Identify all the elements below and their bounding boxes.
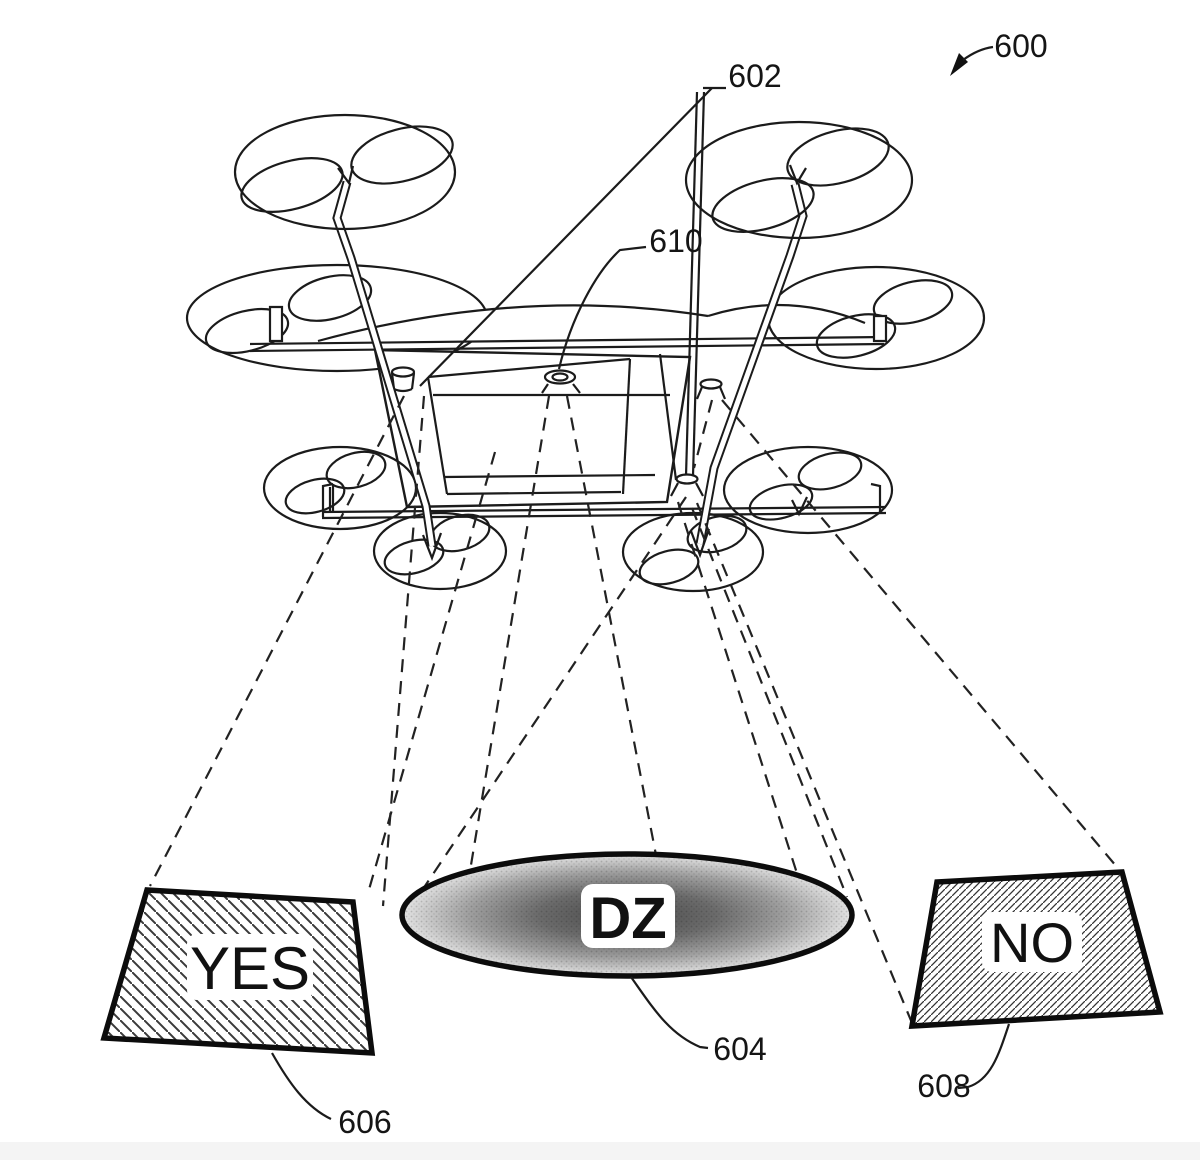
- yes-marker: YES: [100, 887, 376, 1056]
- ref-label-608: 608: [917, 1068, 970, 1104]
- yes-label-plate: [187, 934, 313, 1000]
- label-608-group: 608: [917, 1023, 1011, 1104]
- left-mast-strut: [332, 180, 443, 562]
- propeller-top-left: [233, 113, 457, 231]
- uav-drone-illustration: [185, 87, 986, 593]
- fov-line-to-dz-right-outer: [690, 507, 849, 898]
- fov-line-to-dz-right-inner: [676, 501, 804, 890]
- left-downward-sensor: [390, 366, 416, 393]
- ref-label-606: 606: [338, 1104, 391, 1140]
- label-610-group: 610: [557, 223, 703, 370]
- no-marker-text: NO: [990, 911, 1074, 974]
- ref-label-600: 600: [994, 28, 1047, 64]
- camera-sensor-610: [541, 369, 581, 394]
- fov-line-to-no-bottom-left: [695, 502, 914, 1024]
- ground-markers: YES DZ NO: [100, 851, 1164, 1056]
- label-602-group: 602: [703, 58, 782, 94]
- ref-label-602: 602: [728, 58, 781, 94]
- lower-frame-rail: [321, 482, 887, 520]
- dz-marker-text: DZ: [589, 886, 666, 951]
- propeller-top-right: [684, 120, 914, 240]
- label-600-group: 600: [950, 28, 1048, 76]
- fov-line-to-yes-left: [149, 395, 405, 887]
- propeller-bottom-far-right: [722, 445, 894, 535]
- no-marker: NO: [908, 869, 1164, 1029]
- label-606-group: 606: [271, 1052, 392, 1140]
- fov-line-camera-to-dz-left: [468, 395, 551, 872]
- yes-marker-text: YES: [190, 935, 310, 1002]
- ref-label-610: 610: [649, 223, 702, 259]
- fov-line-cross-to-dz-left: [420, 496, 687, 893]
- right-downward-sensor: [695, 378, 727, 400]
- dz-marker: DZ: [399, 851, 855, 979]
- no-label-plate: [982, 912, 1082, 972]
- fov-line-to-no-top-right: [721, 399, 1123, 874]
- right-mast-beak: [788, 164, 807, 186]
- label-604-group: 604: [630, 976, 767, 1067]
- right-mast-strut: [689, 182, 808, 559]
- sensor-fov-dashed-lines: [149, 395, 1123, 1024]
- page-edge-strip: [0, 1142, 1200, 1160]
- mid-prop-brackets: [268, 305, 888, 343]
- center-right-downward-sensor: [670, 473, 704, 497]
- fov-line-short-right: [692, 399, 714, 469]
- fov-line-to-yes-right: [366, 451, 497, 894]
- fuselage-body-box: [373, 348, 692, 509]
- ref-label-604: 604: [713, 1031, 766, 1067]
- dz-label-plate: [581, 884, 675, 948]
- fov-line-camera-to-dz-right: [565, 395, 658, 856]
- reference-annotations: 600 602 610 604 606 608: [271, 28, 1048, 1140]
